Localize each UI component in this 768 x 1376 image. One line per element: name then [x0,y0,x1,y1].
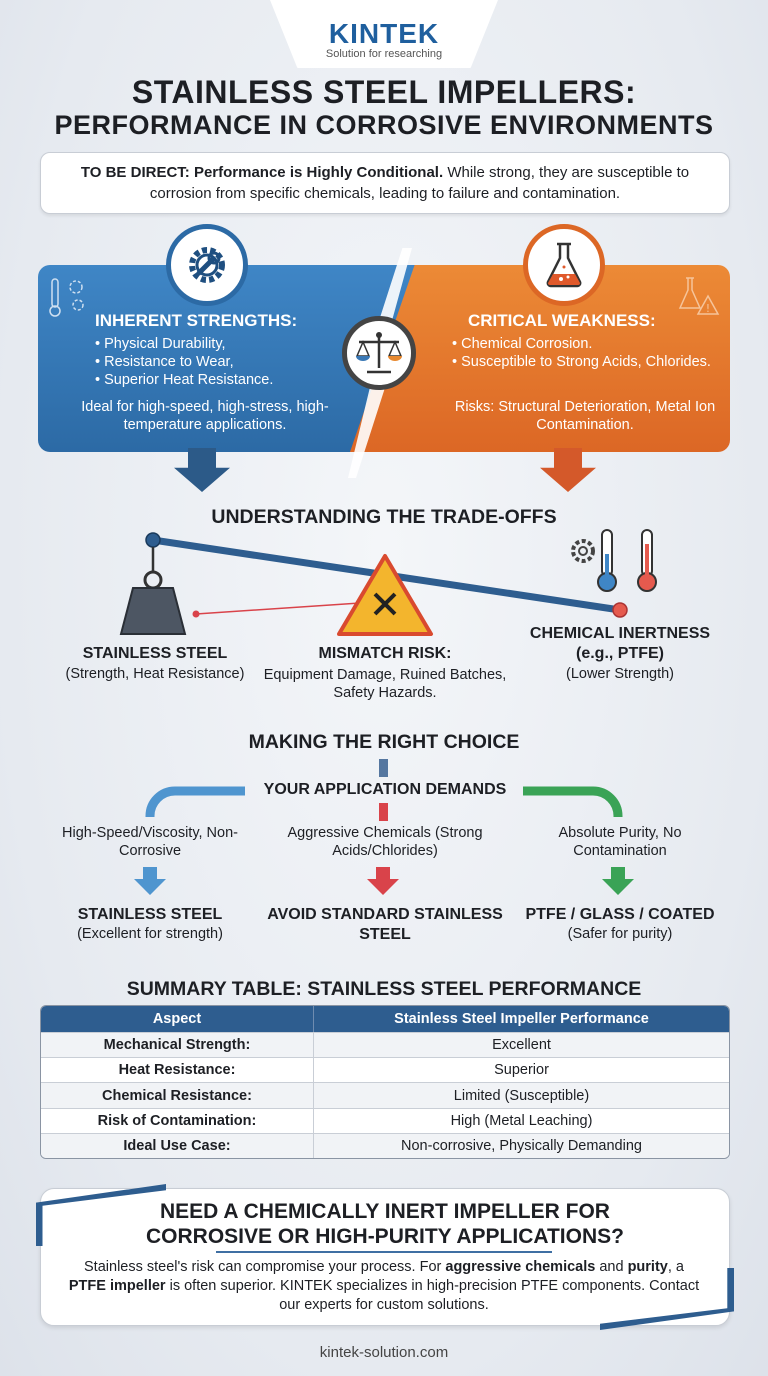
choice-result-sub: (Excellent for strength) [77,926,223,942]
weakness-item: Susceptible to Strong Acids, Chlorides. [452,353,712,371]
weakness-heading: CRITICAL WEAKNESS: [468,311,656,330]
table-cell-aspect: Risk of Contamination: [41,1107,314,1133]
strength-item: Superior Heat Resistance. [95,371,273,389]
cta-divider [216,1251,552,1253]
mismatch-sub: Equipment Damage, Ruined Batches, Safety… [263,667,507,701]
strength-item: Physical Durability, [95,335,273,353]
arrow-down-icon [134,867,166,895]
strength-item: Resistance to Wear, [95,353,273,371]
strengths-footer: Ideal for high-speed, high-stress, high-… [81,399,329,433]
cta-box [40,1188,730,1326]
table-cell-value: Non-corrosive, Physically Demanding [314,1132,729,1158]
logo-tab [270,0,498,68]
arrow-down-icon [367,867,399,895]
inertness-sub: (Lower Strength) [566,666,674,682]
summary-table-title: SUMMARY TABLE: STAINLESS STEEL PERFORMAN… [126,978,642,1000]
weakness-list: Chemical Corrosion. Susceptible to Stron… [452,335,712,371]
application-demands-label: YOUR APPLICATION DEMANDS [263,781,507,798]
brand-logo[interactable]: KINTEK [328,18,440,49]
choice-condition: High-Speed/Viscosity, Non-Corrosive [62,825,238,859]
page-title: STAINLESS STEEL IMPELLERS: [131,74,637,110]
choice-result: PTFE / GLASS / COATED [525,906,715,923]
cta-text: and [595,1259,628,1275]
table-header: Aspect [41,1006,314,1033]
table-row: Heat Resistance: Superior [41,1057,729,1083]
table-cell-aspect: Ideal Use Case: [41,1132,314,1158]
cta-body: Stainless steel's risk can compromise yo… [64,1258,704,1315]
thermometer-icon [597,529,657,592]
cta-text: , a [667,1259,684,1275]
weakness-footer: Risks: Structural Deterioration, Metal I… [454,399,716,433]
arrow-down-icon [602,867,634,895]
table-row: Mechanical Strength: Excellent [41,1032,729,1058]
table-cell-value: Limited (Susceptible) [314,1082,729,1108]
table-cell-aspect: Chemical Resistance: [41,1082,314,1108]
table-cell-aspect: Heat Resistance: [41,1057,314,1083]
table-row: Chemical Resistance: Limited (Susceptibl… [41,1082,729,1108]
arrow-down-icon [174,448,230,492]
gear-icon [571,539,595,563]
intro-lead: TO BE DIRECT: Performance is Highly Cond… [80,164,444,181]
table-cell-value: Superior [314,1057,729,1082]
cta-emphasis: purity [627,1259,668,1275]
choice-condition: Absolute Purity, No Contamination [558,825,682,859]
mismatch-label: MISMATCH RISK: [318,645,452,662]
table-cell-value: High (Metal Leaching) [314,1107,729,1133]
cta-text: Stainless steel's risk can compromise yo… [84,1259,446,1275]
brand-tagline: Solution for researching [325,48,443,60]
stainless-steel-sub: (Strength, Heat Resistance) [65,666,245,682]
strengths-list: Physical Durability, Resistance to Wear,… [95,335,273,389]
cta-title: CORROSIVE OR HIGH-PURITY APPLICATIONS? [146,1225,624,1248]
table-header: Stainless Steel Impeller Performance [314,1006,729,1033]
svg-text:!: ! [706,302,710,315]
page-subtitle: PERFORMANCE IN CORROSIVE ENVIRONMENTS [54,110,714,140]
choice-result-sub: (Safer for purity) [567,926,673,942]
footer-link[interactable]: kintek-solution.com [319,1344,449,1361]
seesaw-diagram [119,529,657,636]
intro-text: While strong, they are susceptible to co… [149,164,690,202]
strengths-heading: INHERENT STRENGTHS: [95,311,298,330]
table-cell-value: Excellent [314,1032,729,1058]
weakness-item: Chemical Corrosion. [452,335,712,353]
balance-scale-icon [342,316,416,390]
warning-icon [337,554,433,636]
arrow-down-icon [540,448,596,492]
choice-result: AVOID STANDARD STAINLESS STEEL [267,906,503,943]
thermometer-gear-icon [49,278,84,317]
cta-title: NEED A CHEMICALLY INERT IMPELLER FOR [160,1200,610,1223]
table-row: Ideal Use Case: Non-corrosive, Physicall… [41,1132,729,1158]
stainless-steel-label: STAINLESS STEEL [82,645,228,662]
intro-box: TO BE DIRECT: Performance is Highly Cond… [40,152,730,214]
summary-table: Aspect Stainless Steel Impeller Performa… [40,1005,730,1159]
choice-result: STAINLESS STEEL [77,906,223,923]
flask-warning-icon: ! [678,277,720,315]
choice-condition: Aggressive Chemicals (Strong Acids/Chlor… [287,825,483,859]
table-header-row: Aspect Stainless Steel Impeller Performa… [41,1006,729,1033]
table-cell-aspect: Mechanical Strength: [41,1032,314,1058]
tradeoffs-title: UNDERSTANDING THE TRADE-OFFS [211,506,557,528]
weight-icon [119,570,187,635]
inertness-example: (e.g., PTFE) [576,645,664,662]
cta-emphasis: PTFE impeller [68,1278,166,1294]
flask-icon [523,224,605,306]
table-row: Risk of Contamination: High (Metal Leach… [41,1107,729,1133]
cta-text: is often superior. KINTEK specializes in… [165,1278,700,1313]
choice-title: MAKING THE RIGHT CHOICE [248,731,520,753]
gear-wrench-icon [166,224,248,306]
decision-tree [134,759,634,895]
cta-emphasis: aggressive chemicals [445,1259,596,1275]
inertness-label: CHEMICAL INERTNESS [529,625,711,642]
